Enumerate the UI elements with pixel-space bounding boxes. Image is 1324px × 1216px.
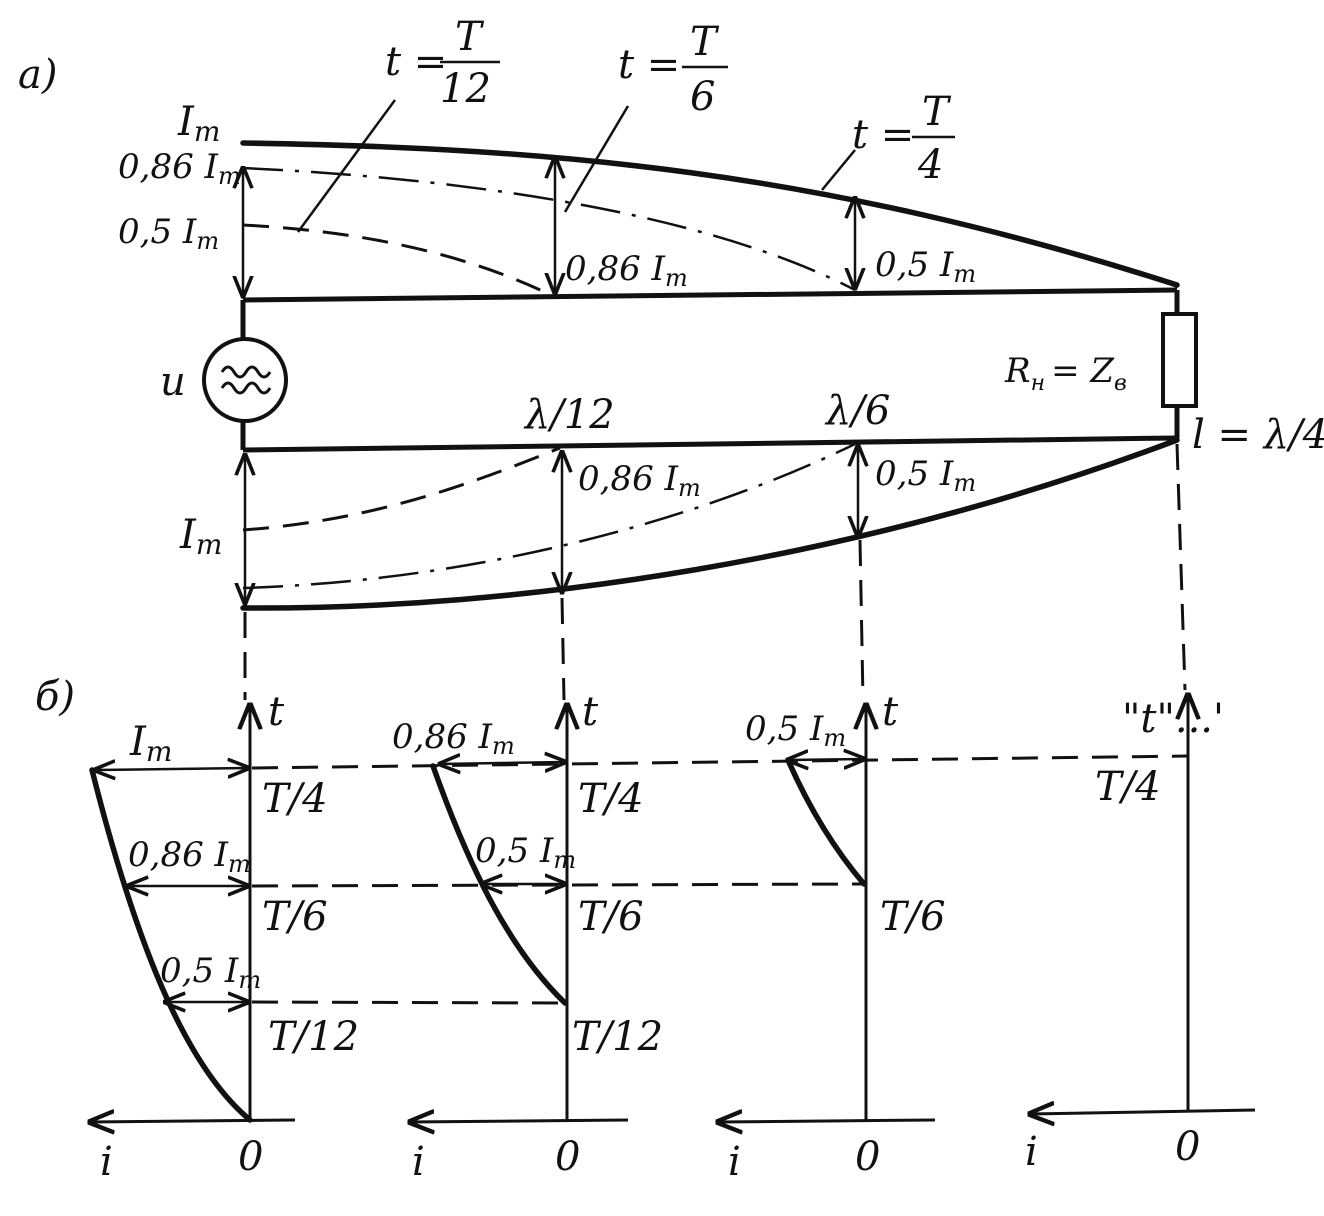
plot4-tick-t4: T/4 bbox=[1095, 764, 1161, 810]
time-label-t6: t = T 6 bbox=[618, 19, 728, 120]
label-im-bottom: Im bbox=[179, 512, 222, 561]
plot-1: t i 0 Im 0,86 Im 0,5 Im T/4 T/6 T/12 bbox=[90, 689, 359, 1185]
plot2-tick-t4: T/4 bbox=[578, 776, 644, 822]
plot2-current-axis bbox=[410, 1120, 629, 1122]
svg-text:6: 6 bbox=[690, 74, 715, 120]
plot3-current-axis bbox=[718, 1120, 936, 1122]
lower-curve-t6 bbox=[242, 442, 856, 590]
projection-line-4 bbox=[1175, 443, 1187, 691]
plot1-arrow-im bbox=[95, 768, 248, 770]
svg-text:T: T bbox=[455, 14, 485, 60]
upper-wire bbox=[242, 287, 1178, 303]
plot3-label-05: 0,5 Im bbox=[745, 709, 846, 752]
plot2-arrow-086 bbox=[440, 762, 565, 764]
label-im-top: Im bbox=[177, 99, 220, 148]
plot1-tick-t6: T/6 bbox=[262, 894, 328, 940]
svg-text:t =: t = bbox=[385, 39, 447, 85]
plot3-tick-t6: T/6 bbox=[880, 894, 946, 940]
label-086im-top: 0,86 Im bbox=[118, 147, 241, 190]
upper-curve-t6 bbox=[242, 166, 856, 292]
label-086im-upper-mid: 0,86 Im bbox=[565, 249, 688, 292]
time-label-t12: t = T 12 bbox=[385, 14, 500, 112]
plot1-label-05: 0,5 Im bbox=[160, 951, 261, 994]
ac-source-icon bbox=[202, 337, 288, 423]
label-lambda-12: λ/12 bbox=[523, 392, 615, 438]
plot1-current-axis bbox=[90, 1120, 296, 1122]
upper-curve-t12 bbox=[242, 223, 556, 299]
plot1-label-im: Im bbox=[129, 719, 172, 768]
plot3-t-label: t bbox=[882, 689, 899, 735]
plot1-curve bbox=[89, 767, 253, 1123]
plot-4: "t"...' i 0 T/4 bbox=[1025, 695, 1256, 1175]
svg-text:12: 12 bbox=[440, 66, 491, 112]
line-length-label: l = λ/4 bbox=[1192, 412, 1324, 458]
lower-curve-t12 bbox=[242, 446, 561, 532]
load-resistor-icon bbox=[1161, 312, 1198, 408]
time-level-t4 bbox=[251, 754, 1189, 770]
label-05im-top: 0,5 Im bbox=[118, 212, 219, 255]
plot2-label-086: 0,86 Im bbox=[392, 717, 515, 760]
label-05im-lower-right: 0,5 Im bbox=[875, 454, 976, 497]
plot-3: t i 0 0,5 Im T/6 bbox=[718, 689, 946, 1185]
plot1-tick-t4: T/4 bbox=[262, 776, 328, 822]
lower-wire bbox=[242, 435, 1178, 453]
plot2-origin: 0 bbox=[555, 1134, 580, 1180]
plot3-curve bbox=[785, 757, 867, 887]
load-label: Rн= Zв bbox=[1004, 351, 1127, 396]
plot-2: t i 0 0,86 Im 0,5 Im T/4 T/6 T/12 bbox=[392, 689, 663, 1185]
label-lambda-6: λ/6 bbox=[824, 388, 890, 434]
svg-text:4: 4 bbox=[917, 142, 943, 188]
plot3-origin: 0 bbox=[855, 1134, 880, 1180]
plot1-origin: 0 bbox=[238, 1134, 263, 1180]
plot4-origin: 0 bbox=[1175, 1124, 1200, 1170]
time-level-t12 bbox=[251, 1000, 568, 1005]
plot4-t-label: "t"...' bbox=[1122, 696, 1224, 742]
svg-text:t =: t = bbox=[618, 42, 680, 88]
svg-text:t =: t = bbox=[852, 112, 914, 158]
plot2-tick-t6: T/6 bbox=[578, 894, 644, 940]
source-label: u bbox=[160, 359, 186, 405]
plot2-label-05: 0,5 Im bbox=[475, 831, 576, 874]
time-level-t6 bbox=[251, 882, 867, 888]
leader-t6 bbox=[563, 105, 630, 213]
lower-curve-t4 bbox=[240, 437, 1180, 611]
panel-b-label: б) bbox=[35, 674, 75, 720]
leader-t12 bbox=[296, 99, 397, 233]
plot2-i-label: i bbox=[412, 1139, 425, 1185]
plot4-current-axis bbox=[1030, 1110, 1256, 1114]
svg-text:T: T bbox=[922, 89, 952, 135]
plot3-i-label: i bbox=[728, 1139, 741, 1185]
plot1-label-086: 0,86 Im bbox=[128, 835, 251, 878]
label-086im-lower-mid: 0,86 Im bbox=[578, 459, 701, 502]
plot1-i-label: i bbox=[100, 1139, 113, 1185]
leader-t4 bbox=[821, 149, 856, 191]
panel-a-label: а) bbox=[18, 52, 57, 98]
plot4-i-label: i bbox=[1025, 1129, 1038, 1175]
plot2-tick-t12: T/12 bbox=[572, 1014, 663, 1060]
svg-text:T: T bbox=[690, 19, 720, 65]
plot1-tick-t12: T/12 bbox=[268, 1014, 359, 1060]
plot1-t-label: t bbox=[268, 689, 285, 735]
time-label-t4: t = T 4 bbox=[852, 89, 955, 188]
projection-line-2 bbox=[560, 597, 566, 701]
upper-curve-t4 bbox=[240, 140, 1180, 288]
label-05im-upper-right: 0,5 Im bbox=[875, 245, 976, 288]
projection-line-3 bbox=[858, 539, 865, 701]
plot2-t-label: t bbox=[582, 689, 599, 735]
plot2-curve bbox=[430, 763, 568, 1006]
